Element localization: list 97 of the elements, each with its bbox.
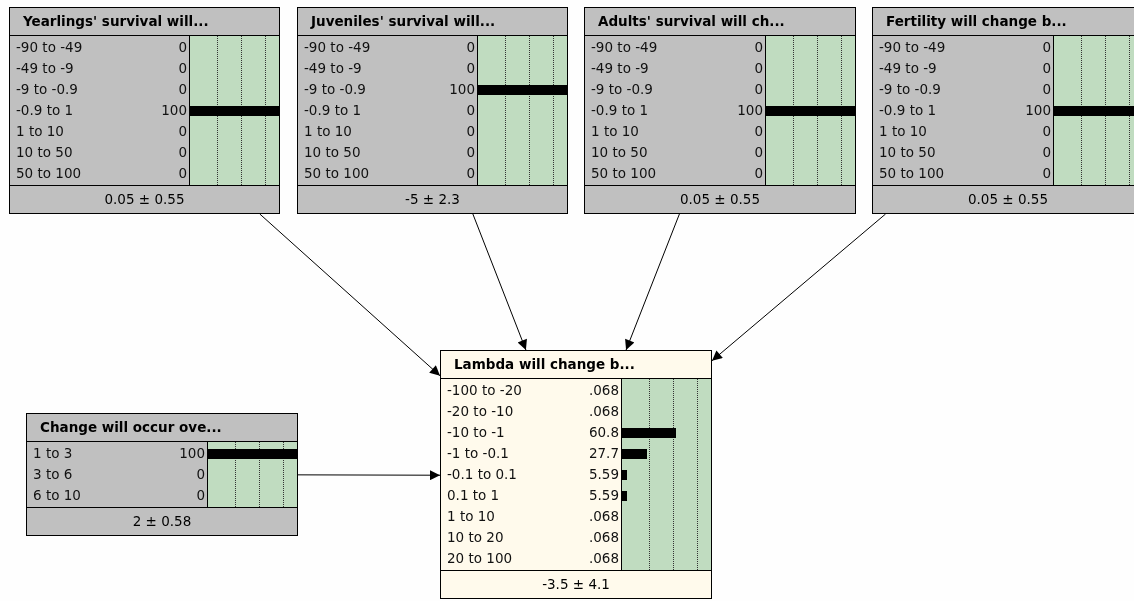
mean-value: -5 ± 2.3 bbox=[404, 190, 461, 209]
state-label: 1 to 10 bbox=[591, 122, 640, 141]
mean-value: 0.05 ± 0.55 bbox=[967, 190, 1049, 209]
probability-value: 0 bbox=[177, 143, 187, 162]
probability-value: 100 bbox=[178, 444, 205, 463]
probability-value: 5.59 bbox=[587, 486, 619, 505]
state-label: 50 to 100 bbox=[304, 164, 371, 183]
state-label: 1 to 10 bbox=[879, 122, 928, 141]
state-label: -9 to -0.9 bbox=[879, 80, 942, 99]
state-label: 1 to 10 bbox=[447, 507, 496, 526]
probability-value: 100 bbox=[736, 101, 763, 120]
probability-value: 0 bbox=[465, 59, 475, 78]
probability-value: .068 bbox=[587, 528, 619, 547]
state-label: -90 to -49 bbox=[591, 38, 659, 57]
probability-value: 27.7 bbox=[587, 444, 619, 463]
arrow bbox=[472, 213, 527, 351]
probability-value: 0 bbox=[753, 143, 763, 162]
mean-value: -3.5 ± 4.1 bbox=[541, 575, 611, 594]
state-label: -49 to -9 bbox=[16, 59, 75, 78]
state-label: 1 to 10 bbox=[304, 122, 353, 141]
state-label: -1 to -0.1 bbox=[447, 444, 510, 463]
probability-value: 0 bbox=[753, 38, 763, 57]
state-label: 10 to 50 bbox=[16, 143, 74, 162]
arrow bbox=[259, 213, 441, 377]
state-label: 1 to 10 bbox=[16, 122, 65, 141]
node-box bbox=[26, 413, 298, 536]
state-label: -49 to -9 bbox=[591, 59, 650, 78]
state-label: 0.1 to 1 bbox=[447, 486, 501, 505]
probability-value: 0 bbox=[465, 122, 475, 141]
state-label: 6 to 10 bbox=[33, 486, 82, 505]
probability-value: 0 bbox=[465, 164, 475, 183]
probability-value: .068 bbox=[587, 507, 619, 526]
arrow bbox=[625, 213, 680, 351]
mean-value: 2 ± 0.58 bbox=[131, 512, 193, 531]
probability-value: 0 bbox=[753, 80, 763, 99]
probability-value: 100 bbox=[160, 101, 187, 120]
probability-value: 0 bbox=[753, 122, 763, 141]
state-label: -90 to -49 bbox=[16, 38, 84, 57]
state-label: 3 to 6 bbox=[33, 465, 74, 484]
probability-value: 0 bbox=[753, 59, 763, 78]
state-label: 20 to 100 bbox=[447, 549, 514, 568]
state-label: -0.1 to 0.1 bbox=[447, 465, 518, 484]
probability-value: 0 bbox=[1041, 59, 1051, 78]
state-label: 50 to 100 bbox=[591, 164, 658, 183]
state-label: 10 to 50 bbox=[591, 143, 649, 162]
state-label: 10 to 20 bbox=[447, 528, 505, 547]
state-label: -49 to -9 bbox=[879, 59, 938, 78]
probability-value: .068 bbox=[587, 381, 619, 400]
state-label: 10 to 50 bbox=[304, 143, 362, 162]
state-label: 1 to 3 bbox=[33, 444, 74, 463]
state-label: 10 to 50 bbox=[879, 143, 937, 162]
node-box bbox=[297, 7, 568, 214]
state-label: -9 to -0.9 bbox=[304, 80, 367, 99]
probability-value: 0 bbox=[195, 465, 205, 484]
mean-value: 0.05 ± 0.55 bbox=[679, 190, 761, 209]
state-label: -0.9 to 1 bbox=[591, 101, 650, 120]
state-label: -49 to -9 bbox=[304, 59, 363, 78]
probability-value: 0 bbox=[177, 38, 187, 57]
mean-value: 0.05 ± 0.55 bbox=[103, 190, 186, 209]
probability-value: 0 bbox=[195, 486, 205, 505]
state-label: -10 to -1 bbox=[447, 423, 506, 442]
state-label: -90 to -49 bbox=[879, 38, 947, 57]
node-box bbox=[584, 7, 856, 214]
probability-value: .068 bbox=[587, 402, 619, 421]
state-label: -20 to -10 bbox=[447, 402, 515, 421]
arrow bbox=[711, 213, 887, 362]
probability-value: 5.59 bbox=[587, 465, 619, 484]
state-label: -9 to -0.9 bbox=[591, 80, 654, 99]
probability-value: 0 bbox=[753, 164, 763, 183]
state-label: -90 to -49 bbox=[304, 38, 372, 57]
probability-value: 0 bbox=[1041, 122, 1051, 141]
probability-value: 60.8 bbox=[587, 423, 619, 442]
probability-value: 100 bbox=[1024, 101, 1051, 120]
probability-value: 0 bbox=[1041, 80, 1051, 99]
probability-value: 0 bbox=[177, 122, 187, 141]
arrow bbox=[297, 470, 441, 481]
state-label: -0.9 to 1 bbox=[879, 101, 938, 120]
state-label: -9 to -0.9 bbox=[16, 80, 79, 99]
node-box bbox=[440, 350, 712, 599]
state-label: -100 to -20 bbox=[447, 381, 523, 400]
state-label: 50 to 100 bbox=[16, 164, 83, 183]
state-label: 50 to 100 bbox=[879, 164, 946, 183]
probability-value: 0 bbox=[177, 59, 187, 78]
probability-value: 0 bbox=[1041, 143, 1051, 162]
probability-value: 0 bbox=[465, 101, 475, 120]
probability-value: 0 bbox=[177, 164, 187, 183]
probability-value: 0 bbox=[465, 38, 475, 57]
node-box bbox=[9, 7, 280, 214]
probability-value: 100 bbox=[448, 80, 475, 99]
probability-value: 0 bbox=[1041, 38, 1051, 57]
state-label: -0.9 to 1 bbox=[16, 101, 75, 120]
node-box bbox=[872, 7, 1134, 214]
probability-value: .068 bbox=[587, 549, 619, 568]
probability-value: 0 bbox=[1041, 164, 1051, 183]
probability-value: 0 bbox=[177, 80, 187, 99]
state-label: -0.9 to 1 bbox=[304, 101, 363, 120]
probability-value: 0 bbox=[465, 143, 475, 162]
